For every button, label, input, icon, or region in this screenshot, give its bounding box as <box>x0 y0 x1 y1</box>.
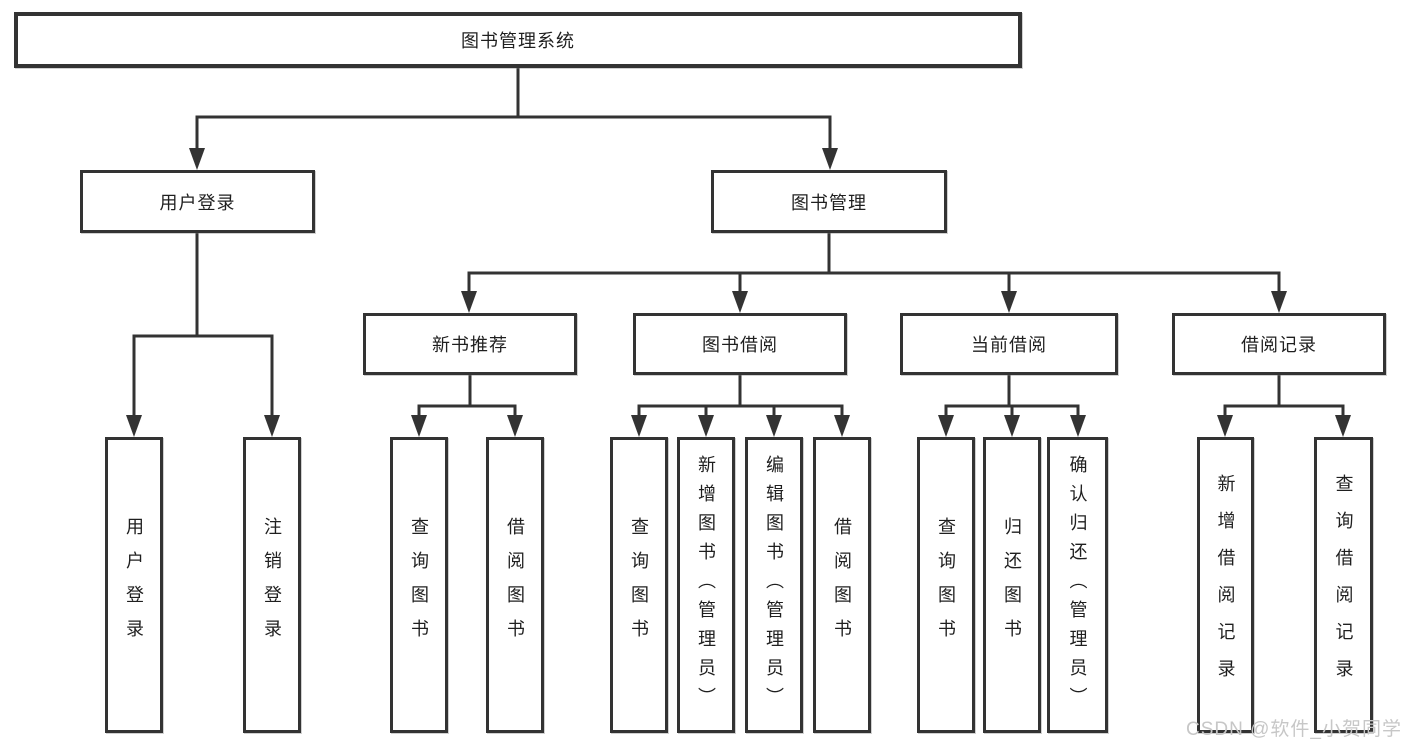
leaf-logout-label: 注销登录 <box>262 517 282 653</box>
leaf-borrow-query-book-label: 查询图书 <box>629 517 649 653</box>
leaf-user-login-label: 用户登录 <box>124 517 144 653</box>
leaf-borrow-query-book: 查询图书 <box>610 437 668 733</box>
node-root-label: 图书管理系统 <box>461 31 575 51</box>
arrowheads <box>126 148 1351 437</box>
node-new-book-recommend: 新书推荐 <box>363 313 577 375</box>
leaf-edit-book-admin-label: 编辑图书（管理员） <box>764 454 784 716</box>
leaf-edit-book-admin: 编辑图书（管理员） <box>745 437 803 733</box>
node-book-manage: 图书管理 <box>711 170 947 233</box>
node-user-login-label: 用户登录 <box>159 192 236 213</box>
leaf-recommend-borrow-book-label: 借阅图书 <box>505 517 525 653</box>
leaf-add-borrow-record-label: 新增借阅记录 <box>1215 474 1236 696</box>
leaf-current-query-book-label: 查询图书 <box>936 517 956 653</box>
node-book-borrow-label: 图书借阅 <box>702 335 778 355</box>
leaf-return-book: 归还图书 <box>983 437 1041 733</box>
leaf-query-borrow-record-label: 查询借阅记录 <box>1333 474 1354 696</box>
leaf-add-book-admin-label: 新增图书（管理员） <box>696 454 716 716</box>
node-current-borrow-label: 当前借阅 <box>971 335 1047 355</box>
leaf-user-login: 用户登录 <box>105 437 163 733</box>
leaf-logout: 注销登录 <box>243 437 301 733</box>
node-book-manage-label: 图书管理 <box>791 192 867 213</box>
leaf-recommend-query-book-label: 查询图书 <box>409 517 429 653</box>
csdn-watermark: CSDN @软件_小贺同学 <box>1186 719 1402 740</box>
node-user-login: 用户登录 <box>80 170 315 233</box>
leaf-borrow-book-label: 借阅图书 <box>832 517 852 653</box>
node-current-borrow: 当前借阅 <box>900 313 1118 375</box>
node-root: 图书管理系统 <box>14 12 1022 68</box>
node-new-book-recommend-label: 新书推荐 <box>432 335 508 355</box>
node-borrow-records: 借阅记录 <box>1172 313 1386 375</box>
leaf-confirm-return-admin: 确认归还（管理员） <box>1047 437 1108 733</box>
node-book-borrow: 图书借阅 <box>633 313 847 375</box>
leaf-confirm-return-admin-label: 确认归还（管理员） <box>1067 454 1088 716</box>
leaf-recommend-query-book: 查询图书 <box>390 437 448 733</box>
leaf-borrow-book: 借阅图书 <box>813 437 871 733</box>
leaf-current-query-book: 查询图书 <box>917 437 975 733</box>
leaf-add-book-admin: 新增图书（管理员） <box>677 437 735 733</box>
node-borrow-records-label: 借阅记录 <box>1241 335 1317 355</box>
leaf-query-borrow-record: 查询借阅记录 <box>1314 437 1373 733</box>
leaf-add-borrow-record: 新增借阅记录 <box>1197 437 1254 733</box>
leaf-return-book-label: 归还图书 <box>1002 517 1022 653</box>
leaf-recommend-borrow-book: 借阅图书 <box>486 437 544 733</box>
